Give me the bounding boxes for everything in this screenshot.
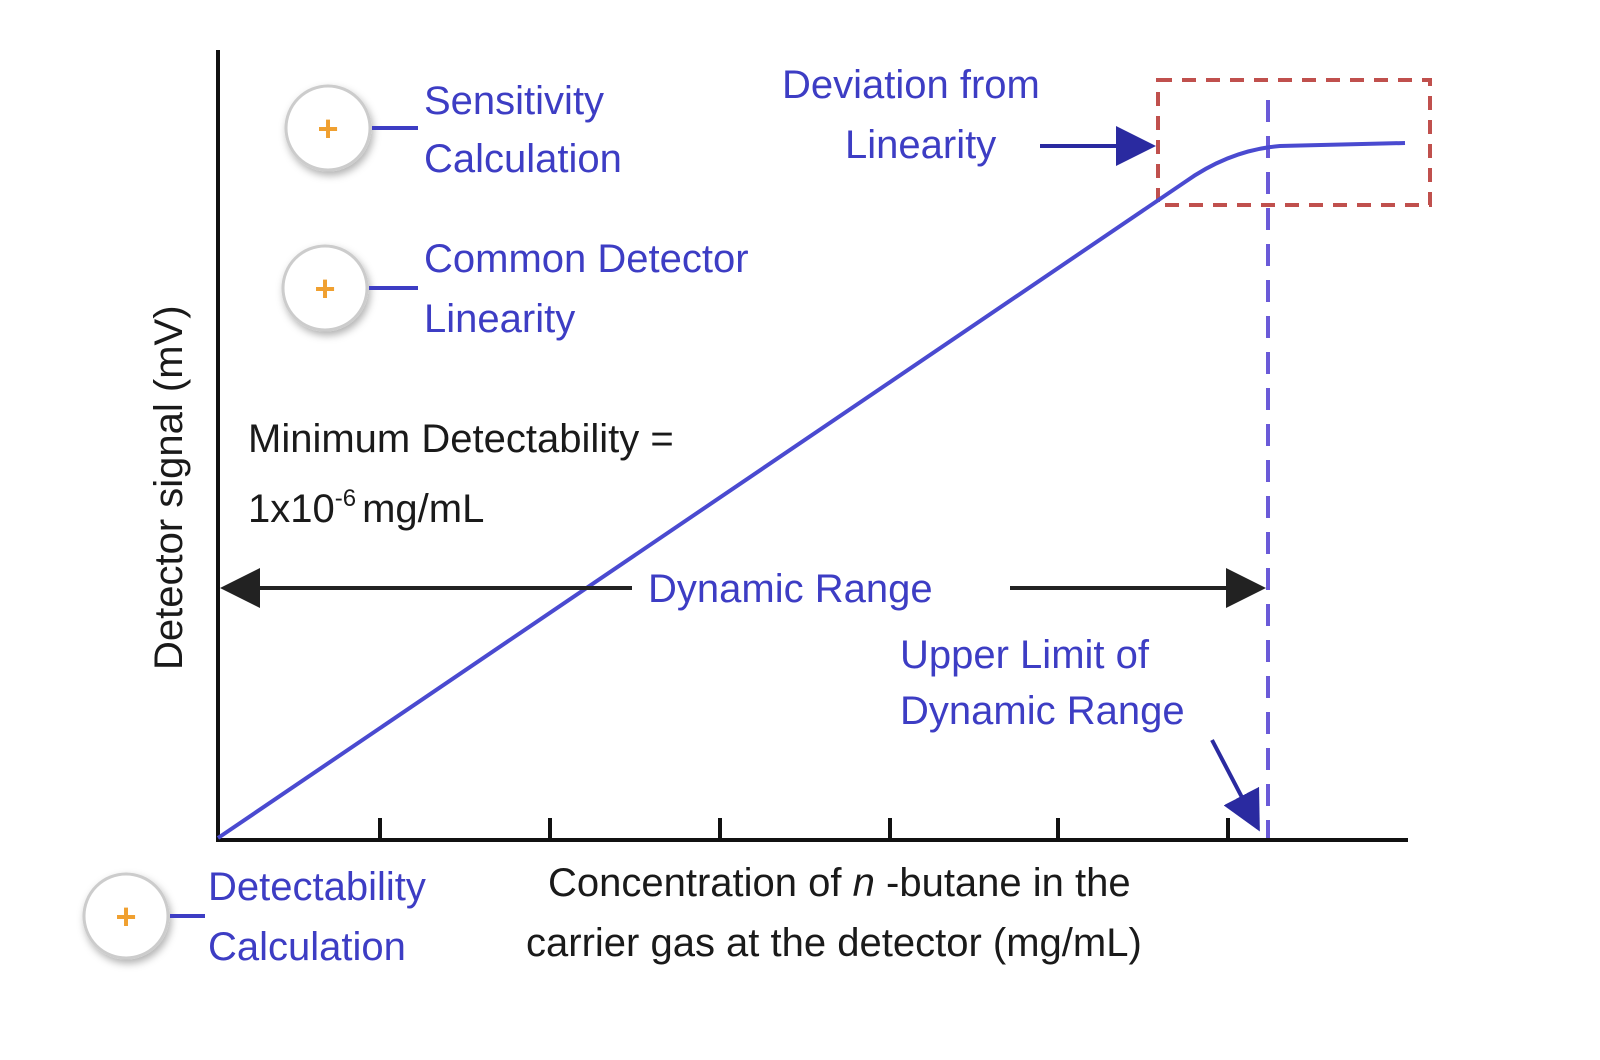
plus-icon: +	[317, 108, 338, 149]
hotspot-label-line2[interactable]: Calculation	[208, 925, 406, 969]
hotspot-detectability-calculation[interactable]: + Detectability Calculation	[82, 865, 426, 969]
hotspot-label-line2[interactable]: Calculation	[424, 137, 622, 181]
hotspot-label-line2[interactable]: Linearity	[424, 297, 575, 341]
plus-icon: +	[314, 268, 335, 309]
hotspot-button[interactable]	[281, 244, 369, 332]
upper-limit-arrow	[1210, 739, 1260, 832]
hotspot-label[interactable]: Detectability	[208, 865, 426, 909]
response-curve	[216, 141, 1406, 840]
plus-icon: +	[115, 896, 136, 937]
deviation-box	[1156, 78, 1432, 207]
hotspot-sensitivity-calculation[interactable]: + Sensitivity Calculation	[284, 79, 622, 181]
deviation-label: Deviation from	[782, 63, 1040, 107]
x-axis-ticks	[378, 818, 1230, 840]
y-axis-label: Detector signal (mV)	[147, 305, 191, 670]
min-detectability-label: Minimum Detectability =	[248, 417, 674, 461]
hotspot-label[interactable]: Common Detector	[424, 237, 749, 281]
upper-limit-label: Upper Limit of	[900, 633, 1150, 677]
upper-limit-label-line2: Dynamic Range	[900, 689, 1185, 733]
hotspot-button[interactable]	[82, 872, 170, 960]
hotspot-button[interactable]	[284, 84, 372, 172]
hotspot-label[interactable]: Sensitivity	[424, 79, 604, 123]
x-axis-label-line2: carrier gas at the detector (mg/mL)	[526, 921, 1142, 965]
x-axis-label: Concentration of n -butane in the	[548, 861, 1131, 905]
dynamic-range-label: Dynamic Range	[648, 567, 933, 611]
deviation-label-line2: Linearity	[845, 123, 996, 167]
hotspot-common-detector-linearity[interactable]: + Common Detector Linearity	[281, 237, 749, 341]
